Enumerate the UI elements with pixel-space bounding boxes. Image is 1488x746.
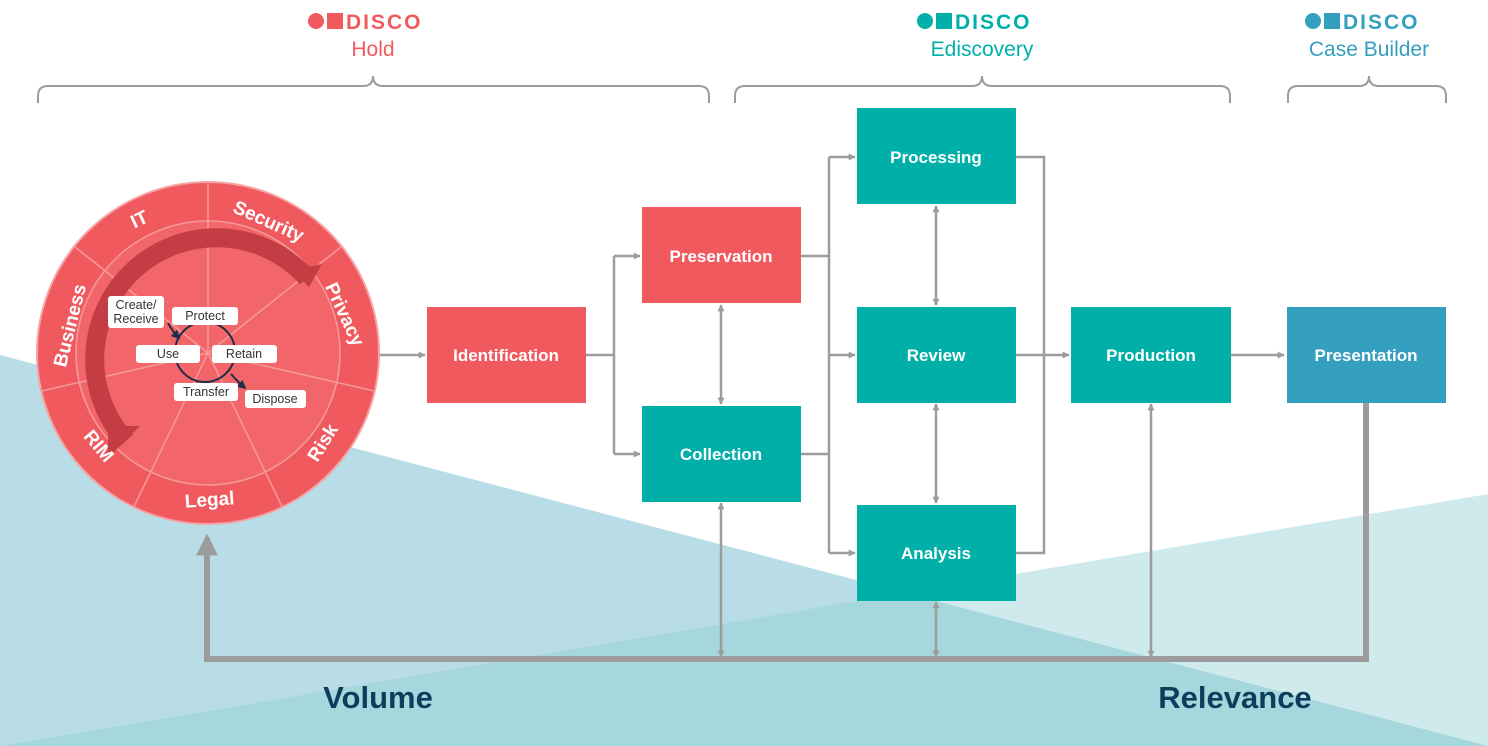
brand-product: Ediscovery bbox=[931, 38, 1034, 61]
brand-word: DISCO bbox=[1343, 11, 1420, 34]
retain-label: Retain bbox=[226, 347, 262, 361]
box-label: Analysis bbox=[901, 544, 971, 563]
brand-word: DISCO bbox=[955, 11, 1032, 34]
brand-square-icon bbox=[936, 13, 952, 29]
create-label-line1: Create/ bbox=[116, 298, 158, 312]
protect-label: Protect bbox=[185, 309, 225, 323]
cycle-arc bbox=[85, 228, 315, 448]
cycle-arrowhead-icon bbox=[108, 426, 140, 458]
processing-box[interactable]: Processing bbox=[857, 108, 1016, 204]
brand-product: Hold bbox=[351, 38, 394, 61]
transfer-label: Transfer bbox=[183, 385, 229, 399]
box-label: Identification bbox=[453, 346, 559, 365]
segment-label-legal: Legal bbox=[184, 488, 235, 512]
cycle-arrowhead-icon bbox=[292, 264, 322, 287]
presentation-box[interactable]: Presentation bbox=[1287, 307, 1446, 403]
data-lifecycle: Create/ Receive Protect Use Retain Trans… bbox=[108, 296, 306, 408]
brand-disco-hold: DISCO Hold bbox=[308, 11, 423, 61]
production-box[interactable]: Production bbox=[1071, 307, 1231, 403]
review-box[interactable]: Review bbox=[857, 307, 1016, 403]
split-connector bbox=[586, 256, 616, 454]
brand-product: Case Builder bbox=[1309, 38, 1429, 61]
bracket-ediscovery bbox=[734, 75, 1231, 103]
identification-box[interactable]: Identification bbox=[427, 307, 586, 403]
brand-disco-case-builder: DISCO Case Builder bbox=[1305, 11, 1429, 61]
feedback-loop-connector bbox=[196, 402, 1369, 662]
lifecycle-transfer: Transfer bbox=[174, 383, 238, 401]
collection-box[interactable]: Collection bbox=[642, 406, 801, 502]
bracket-case-builder bbox=[1287, 75, 1447, 103]
brand-dot-icon bbox=[917, 13, 933, 29]
information-governance-wheel: IT Security Privacy Risk Legal RIM Busin… bbox=[36, 181, 380, 525]
merge-connector bbox=[801, 157, 831, 553]
preservation-box[interactable]: Preservation bbox=[642, 207, 801, 303]
box-label: Collection bbox=[680, 445, 762, 464]
relevance-label: Relevance bbox=[1158, 680, 1311, 715]
lifecycle-retain: Retain bbox=[212, 345, 277, 363]
lifecycle-arrow-dispose bbox=[230, 373, 247, 390]
brand-word: DISCO bbox=[346, 11, 423, 34]
analysis-box[interactable]: Analysis bbox=[857, 505, 1016, 601]
brand-dot-icon bbox=[308, 13, 324, 29]
box-label: Processing bbox=[890, 148, 982, 167]
box-label: Review bbox=[907, 346, 966, 365]
lifecycle-protect: Protect bbox=[172, 307, 238, 325]
lifecycle-arrow-create bbox=[167, 322, 181, 340]
box-label: Presentation bbox=[1315, 346, 1418, 365]
dispose-label: Dispose bbox=[252, 392, 297, 406]
bracket-hold bbox=[37, 75, 710, 103]
lifecycle-dispose: Dispose bbox=[245, 390, 306, 408]
lifecycle-create-receive: Create/ Receive bbox=[108, 296, 164, 328]
wheel-divider bbox=[133, 352, 209, 508]
brand-square-icon bbox=[1324, 13, 1340, 29]
brand-dot-icon bbox=[1305, 13, 1321, 29]
box-label: Production bbox=[1106, 346, 1196, 365]
volume-label: Volume bbox=[323, 680, 433, 715]
brand-disco-ediscovery: DISCO Ediscovery bbox=[917, 11, 1034, 61]
box-label: Preservation bbox=[670, 247, 773, 266]
use-label: Use bbox=[157, 347, 179, 361]
create-label-line2: Receive bbox=[113, 312, 158, 326]
brand-square-icon bbox=[327, 13, 343, 29]
lifecycle-use: Use bbox=[136, 345, 200, 363]
